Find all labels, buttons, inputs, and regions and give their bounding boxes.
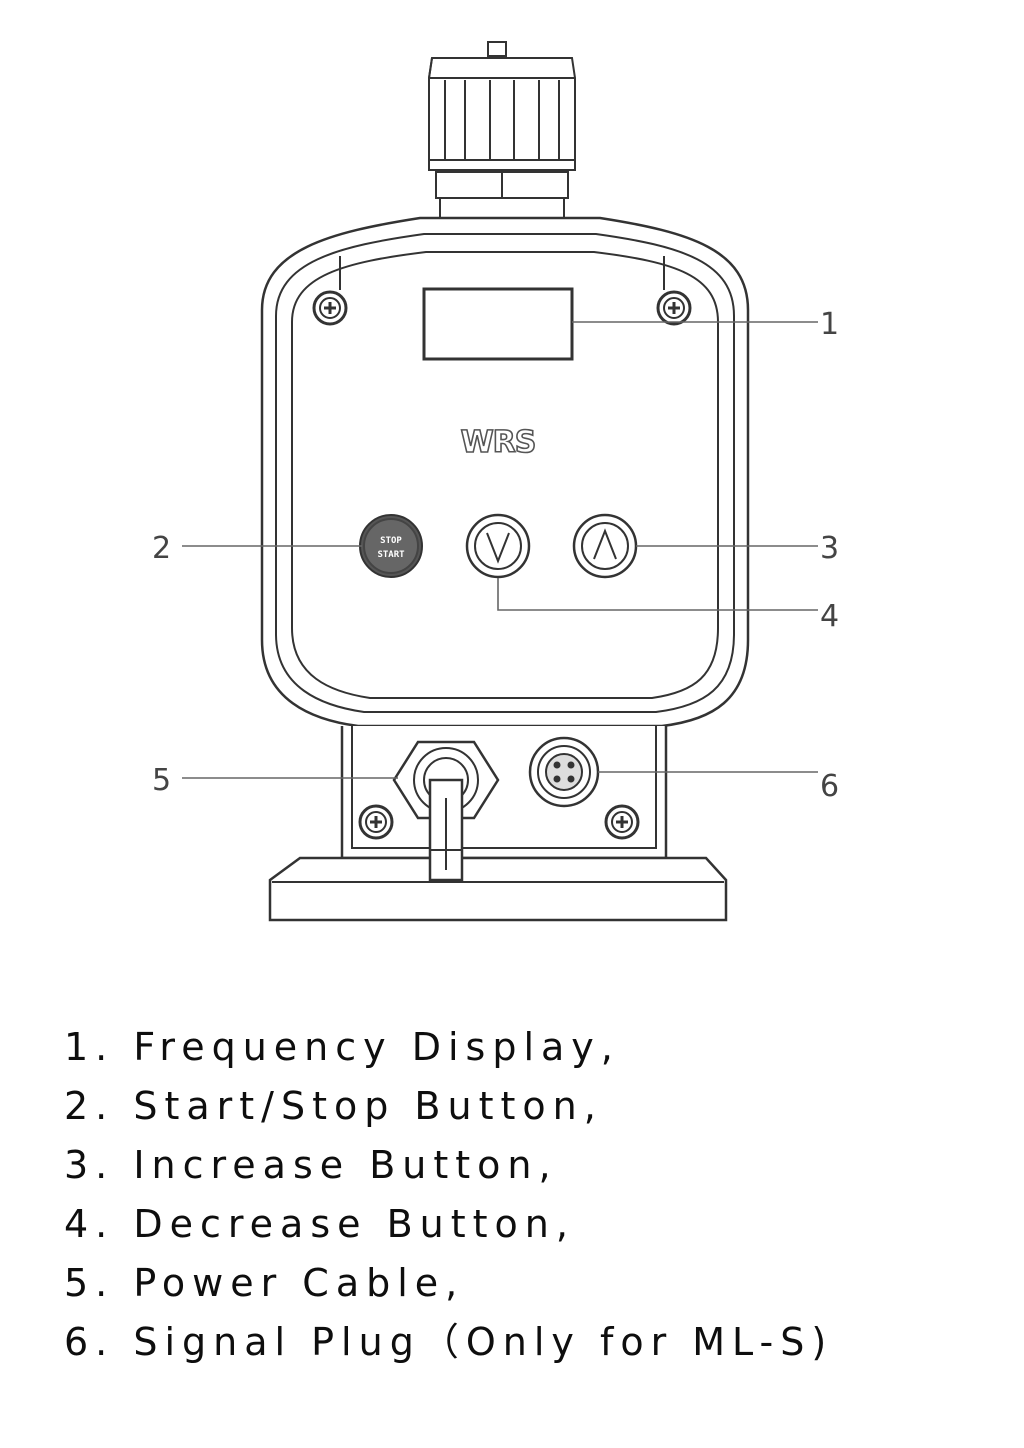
stop-label: STOP (380, 536, 402, 546)
power-cable-gland (392, 740, 500, 882)
callout-3: 3 (820, 531, 839, 566)
pump-diagram: WRS STOP START 1 2 3 4 5 6 (152, 41, 839, 922)
screw-icon (312, 290, 348, 326)
callout-1: 1 (820, 307, 839, 342)
screw-icon (358, 804, 394, 840)
start-label: START (377, 550, 405, 560)
legend-item: 1. Frequency Display, (64, 1025, 620, 1069)
base-plate (268, 856, 728, 922)
legend-item: 6. Signal Plug（Only for ML-S) (64, 1320, 834, 1364)
legend-item: 2. Start/Stop Button, (64, 1084, 603, 1128)
frequency-display (422, 287, 574, 361)
pump-body (260, 216, 750, 728)
legend-item: 3. Increase Button, (64, 1143, 558, 1187)
callout-5: 5 (152, 763, 171, 798)
signal-plug (528, 736, 600, 808)
top-cap (428, 41, 576, 219)
decrease-button (465, 513, 531, 579)
increase-button (572, 513, 638, 579)
callout-6: 6 (820, 769, 839, 804)
legend-item: 4. Decrease Button, (64, 1202, 575, 1246)
start-stop-button (359, 514, 423, 578)
screw-icon (604, 804, 640, 840)
callout-4: 4 (820, 599, 839, 634)
legend-list: 1. Frequency Display, 2. Start/Stop Butt… (64, 1018, 833, 1372)
screw-icon (656, 290, 692, 326)
callout-2: 2 (152, 531, 171, 566)
brand-logo: WRS (461, 425, 536, 460)
legend-item: 5. Power Cable, (64, 1261, 465, 1305)
leader-lines (182, 321, 818, 779)
